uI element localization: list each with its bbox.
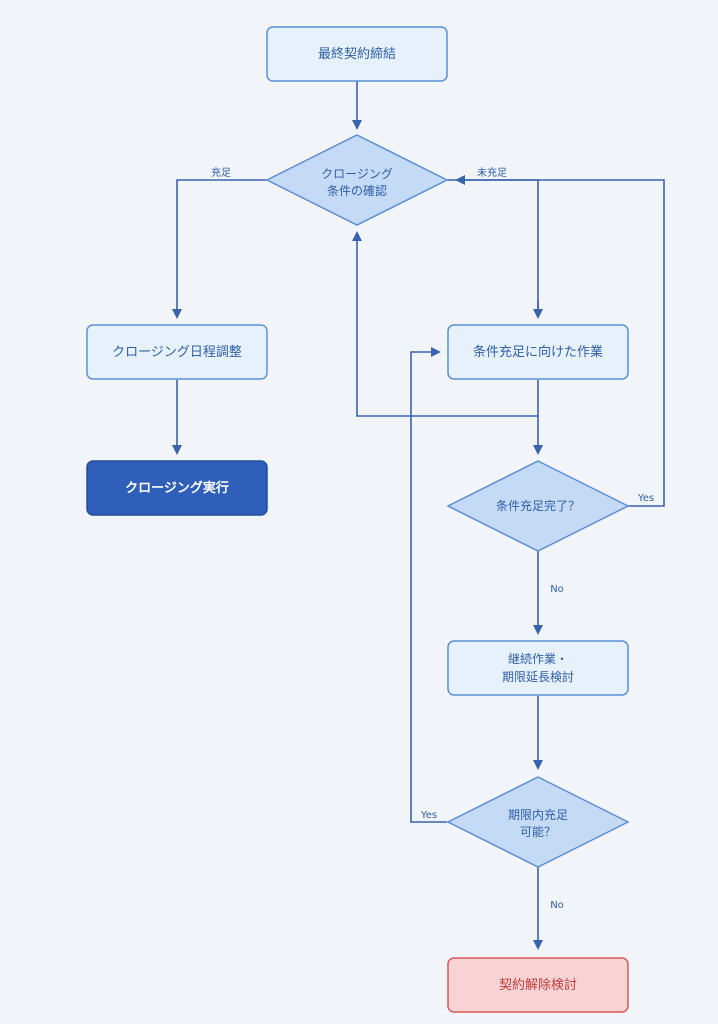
node-within-deadline-line1: 期限内充足 <box>508 807 568 822</box>
node-schedule-adjust-label: クロージング日程調整 <box>112 345 242 360</box>
node-conditions-complete-label: 条件充足完了？ <box>496 498 580 513</box>
node-closing-execute-label: クロージング実行 <box>125 480 229 496</box>
edge-labels: 充足 未充足 Yes No Yes No <box>211 166 654 911</box>
node-within-deadline-line2: 可能？ <box>520 825 556 839</box>
node-schedule-adjust: クロージング日程調整 <box>86 324 268 380</box>
node-continue-line1: 継続作業・ <box>508 651 568 666</box>
node-conditions-complete: 条件充足完了？ <box>446 460 630 552</box>
node-within-deadline: 期限内充足 可能？ <box>446 776 630 868</box>
edge-label-unsatisfied: 未充足 <box>477 166 507 179</box>
node-termination-label: 契約解除検討 <box>499 977 577 993</box>
edge-check-to-schedule <box>172 179 267 319</box>
edge-loop-to-check <box>352 231 538 417</box>
edge-complete-yes <box>455 175 665 507</box>
node-final-contract: 最終契約締結 <box>266 26 448 82</box>
edges <box>172 81 665 950</box>
edge-label-satisfied: 充足 <box>211 166 231 179</box>
edge-check-to-work <box>447 179 539 317</box>
edge-label-yes-complete: Yes <box>637 493 654 504</box>
node-final-contract-label: 最終契約締結 <box>318 46 396 62</box>
edge-label-no-deadline: No <box>550 900 564 911</box>
node-closing-check-line1: クロージング <box>321 167 393 181</box>
edge-label-yes-deadline: Yes <box>420 810 437 821</box>
node-continue: 継続作業・ 期限延長検討 <box>447 640 629 696</box>
node-continue-line2: 期限延長検討 <box>502 669 574 684</box>
node-closing-check-line2: 条件の確認 <box>327 183 387 198</box>
node-closing-execute: クロージング実行 <box>86 460 268 516</box>
node-work-toward-label: 条件充足に向けた作業 <box>473 344 603 360</box>
node-termination: 契約解除検討 <box>447 957 629 1013</box>
edge-deadline-yes <box>410 347 447 823</box>
edge-label-no-complete: No <box>550 584 564 595</box>
node-work-toward: 条件充足に向けた作業 <box>447 324 629 380</box>
node-closing-check: クロージング 条件の確認 <box>265 134 449 226</box>
